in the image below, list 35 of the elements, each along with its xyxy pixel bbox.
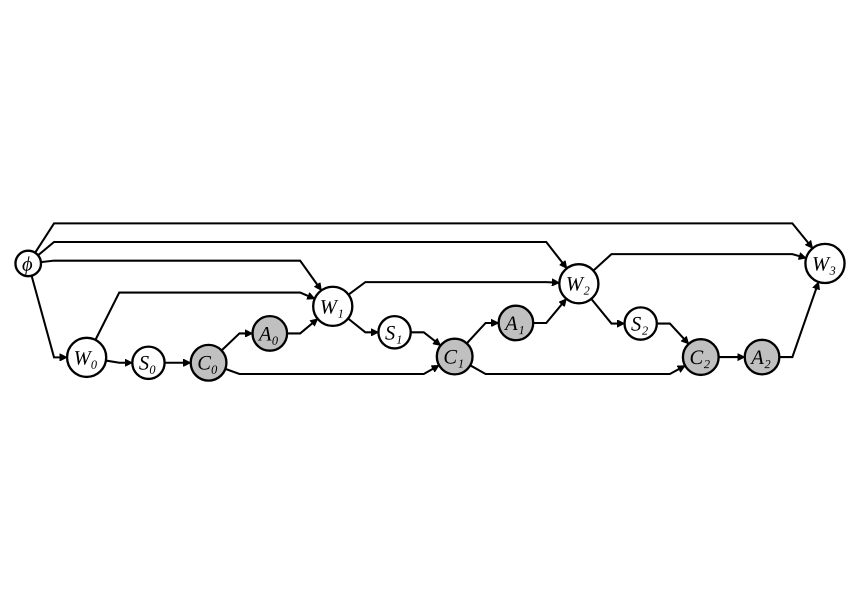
node-circle: A₁ (497, 304, 534, 342)
arrow (30, 276, 68, 362)
node-circle: A₀ (251, 314, 288, 352)
arrow (37, 241, 568, 269)
arrow (348, 278, 560, 296)
arrow (347, 318, 379, 336)
arrow (656, 322, 690, 344)
node-circle: S₀ (131, 345, 166, 380)
node-circle: A₂ (744, 338, 780, 376)
arrow (779, 282, 820, 358)
arrow (410, 331, 441, 346)
node-circle: S₁ (377, 314, 412, 350)
arrow (94, 292, 316, 340)
arrow (40, 260, 322, 291)
node-circle: S₂ (623, 306, 658, 341)
arrow (106, 358, 133, 367)
node-circle: W₃ (804, 242, 846, 284)
node-circle: W₂ (558, 263, 600, 304)
node-circle: W₁ (312, 286, 354, 328)
arrow (225, 364, 440, 376)
arrow (287, 318, 318, 334)
arrow (34, 222, 813, 254)
node-circle: C₁ (436, 337, 474, 376)
arrow (470, 364, 686, 376)
arrow (718, 352, 746, 362)
node-circle: C₂ (682, 338, 720, 376)
node-circle: ϕ (14, 250, 42, 278)
arrow (533, 298, 567, 324)
arrow (220, 329, 253, 352)
arrow (590, 298, 625, 328)
arrow (592, 252, 807, 272)
arrow (164, 358, 192, 367)
node-circle: W₀ (66, 336, 108, 378)
arrow (466, 318, 499, 344)
node-circle: C₀ (190, 344, 228, 382)
